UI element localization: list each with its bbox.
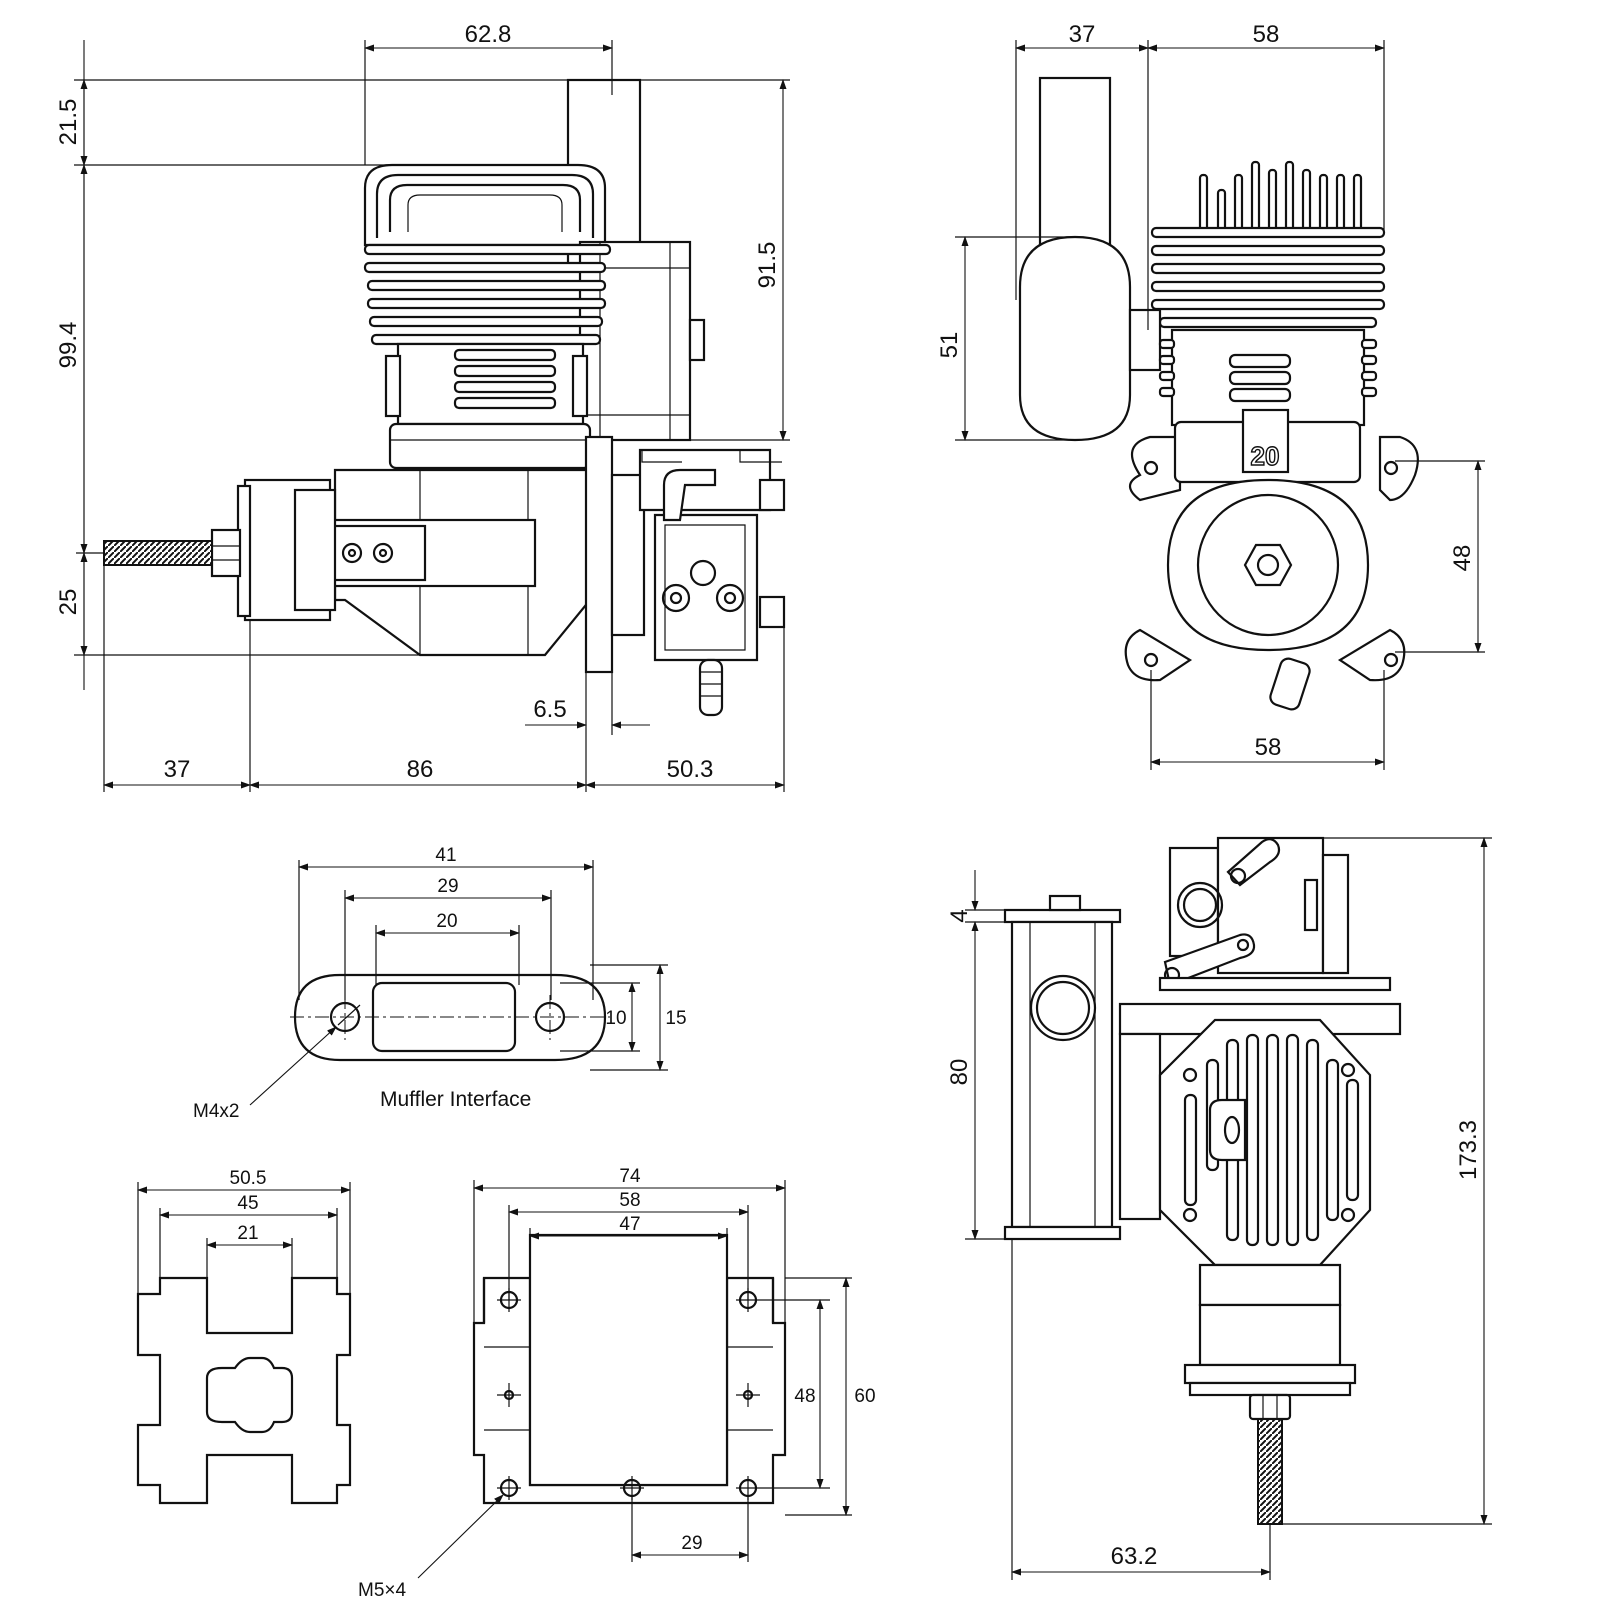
spacer-plate-dimension-lines xyxy=(137,1182,351,1300)
top-view-dimension-labels: 4 80 173.3 63.2 xyxy=(946,909,1482,1570)
dim-4: 4 xyxy=(946,909,973,922)
rear-view-engine: 20 xyxy=(1018,76,1419,711)
dim-15: 15 xyxy=(665,1008,686,1029)
dim-41: 41 xyxy=(435,845,456,866)
mount-plate: 74 58 47 48 60 29 M5×4 xyxy=(358,1166,876,1600)
dim-50-5: 50.5 xyxy=(230,1168,267,1189)
dim-37: 37 xyxy=(164,756,191,783)
dim-21-5: 21.5 xyxy=(55,99,82,146)
dim-48-mount: 48 xyxy=(794,1386,815,1407)
mount-plate-labels: 74 58 47 48 60 29 M5×4 xyxy=(358,1166,876,1600)
rear-fin-spikes xyxy=(1198,160,1363,232)
dim-80: 80 xyxy=(946,1059,973,1086)
spacer-plate: 50.5 45 21 xyxy=(136,1168,352,1505)
dim-58-top: 58 xyxy=(1253,21,1280,48)
dim-51: 51 xyxy=(936,332,963,359)
dim-99-4: 99.4 xyxy=(55,322,82,369)
dim-47: 47 xyxy=(619,1214,640,1235)
dim-62-8: 62.8 xyxy=(465,21,512,48)
dim-86: 86 xyxy=(407,756,434,783)
side-view-dimension-labels: 62.8 21.5 99.4 25 91.5 6.5 37 86 50.3 xyxy=(55,21,781,783)
mount-plate-dimension-lines xyxy=(417,1180,852,1579)
dim-29-mount: 29 xyxy=(681,1533,702,1554)
top-view: 4 80 173.3 63.2 xyxy=(946,836,1492,1580)
rear-view: 20 37 58 51 48 58 xyxy=(936,21,1485,770)
side-view-dimension-lines xyxy=(74,40,790,792)
dim-6-5: 6.5 xyxy=(533,696,566,723)
rear-view-dimension-lines xyxy=(955,40,1485,770)
dim-63-2: 63.2 xyxy=(1111,1543,1158,1570)
side-view-engine xyxy=(103,78,786,717)
dim-50-3: 50.3 xyxy=(667,756,714,783)
top-view-engine xyxy=(1003,836,1402,1525)
muffler-interface: 41 29 20 10 15 M4x2 Muffler Interface xyxy=(193,845,687,1122)
dim-25: 25 xyxy=(55,589,82,616)
dim-58-mount: 58 xyxy=(619,1190,640,1211)
dim-21: 21 xyxy=(237,1223,258,1244)
muffler-interface-caption: Muffler Interface xyxy=(380,1088,531,1111)
dim-60: 60 xyxy=(854,1386,875,1407)
dim-20: 20 xyxy=(436,911,457,932)
dim-48-rear: 48 xyxy=(1449,545,1476,572)
dim-58-bottom: 58 xyxy=(1255,734,1282,761)
dim-91-5: 91.5 xyxy=(754,242,781,289)
rear-view-dimension-labels: 37 58 51 48 58 xyxy=(936,21,1476,761)
callout-m5x4: M5×4 xyxy=(358,1580,406,1600)
dim-10: 10 xyxy=(605,1008,626,1029)
spacer-plate-labels: 50.5 45 21 xyxy=(230,1168,267,1244)
dim-37-rear: 37 xyxy=(1069,21,1096,48)
dim-29-muffler: 29 xyxy=(437,876,458,897)
dim-173-3: 173.3 xyxy=(1455,1120,1482,1180)
top-view-dimension-lines xyxy=(965,837,1492,1580)
engine-logo: 20 xyxy=(1251,441,1280,471)
side-view: 62.8 21.5 99.4 25 91.5 6.5 37 86 50.3 xyxy=(55,21,790,792)
dim-45: 45 xyxy=(237,1193,258,1214)
callout-m4x2: M4x2 xyxy=(193,1101,239,1122)
muffler-interface-dimension-lines xyxy=(249,860,668,1106)
dim-74: 74 xyxy=(619,1166,641,1187)
muffler-interface-labels: 41 29 20 10 15 M4x2 Muffler Interface xyxy=(193,845,687,1122)
